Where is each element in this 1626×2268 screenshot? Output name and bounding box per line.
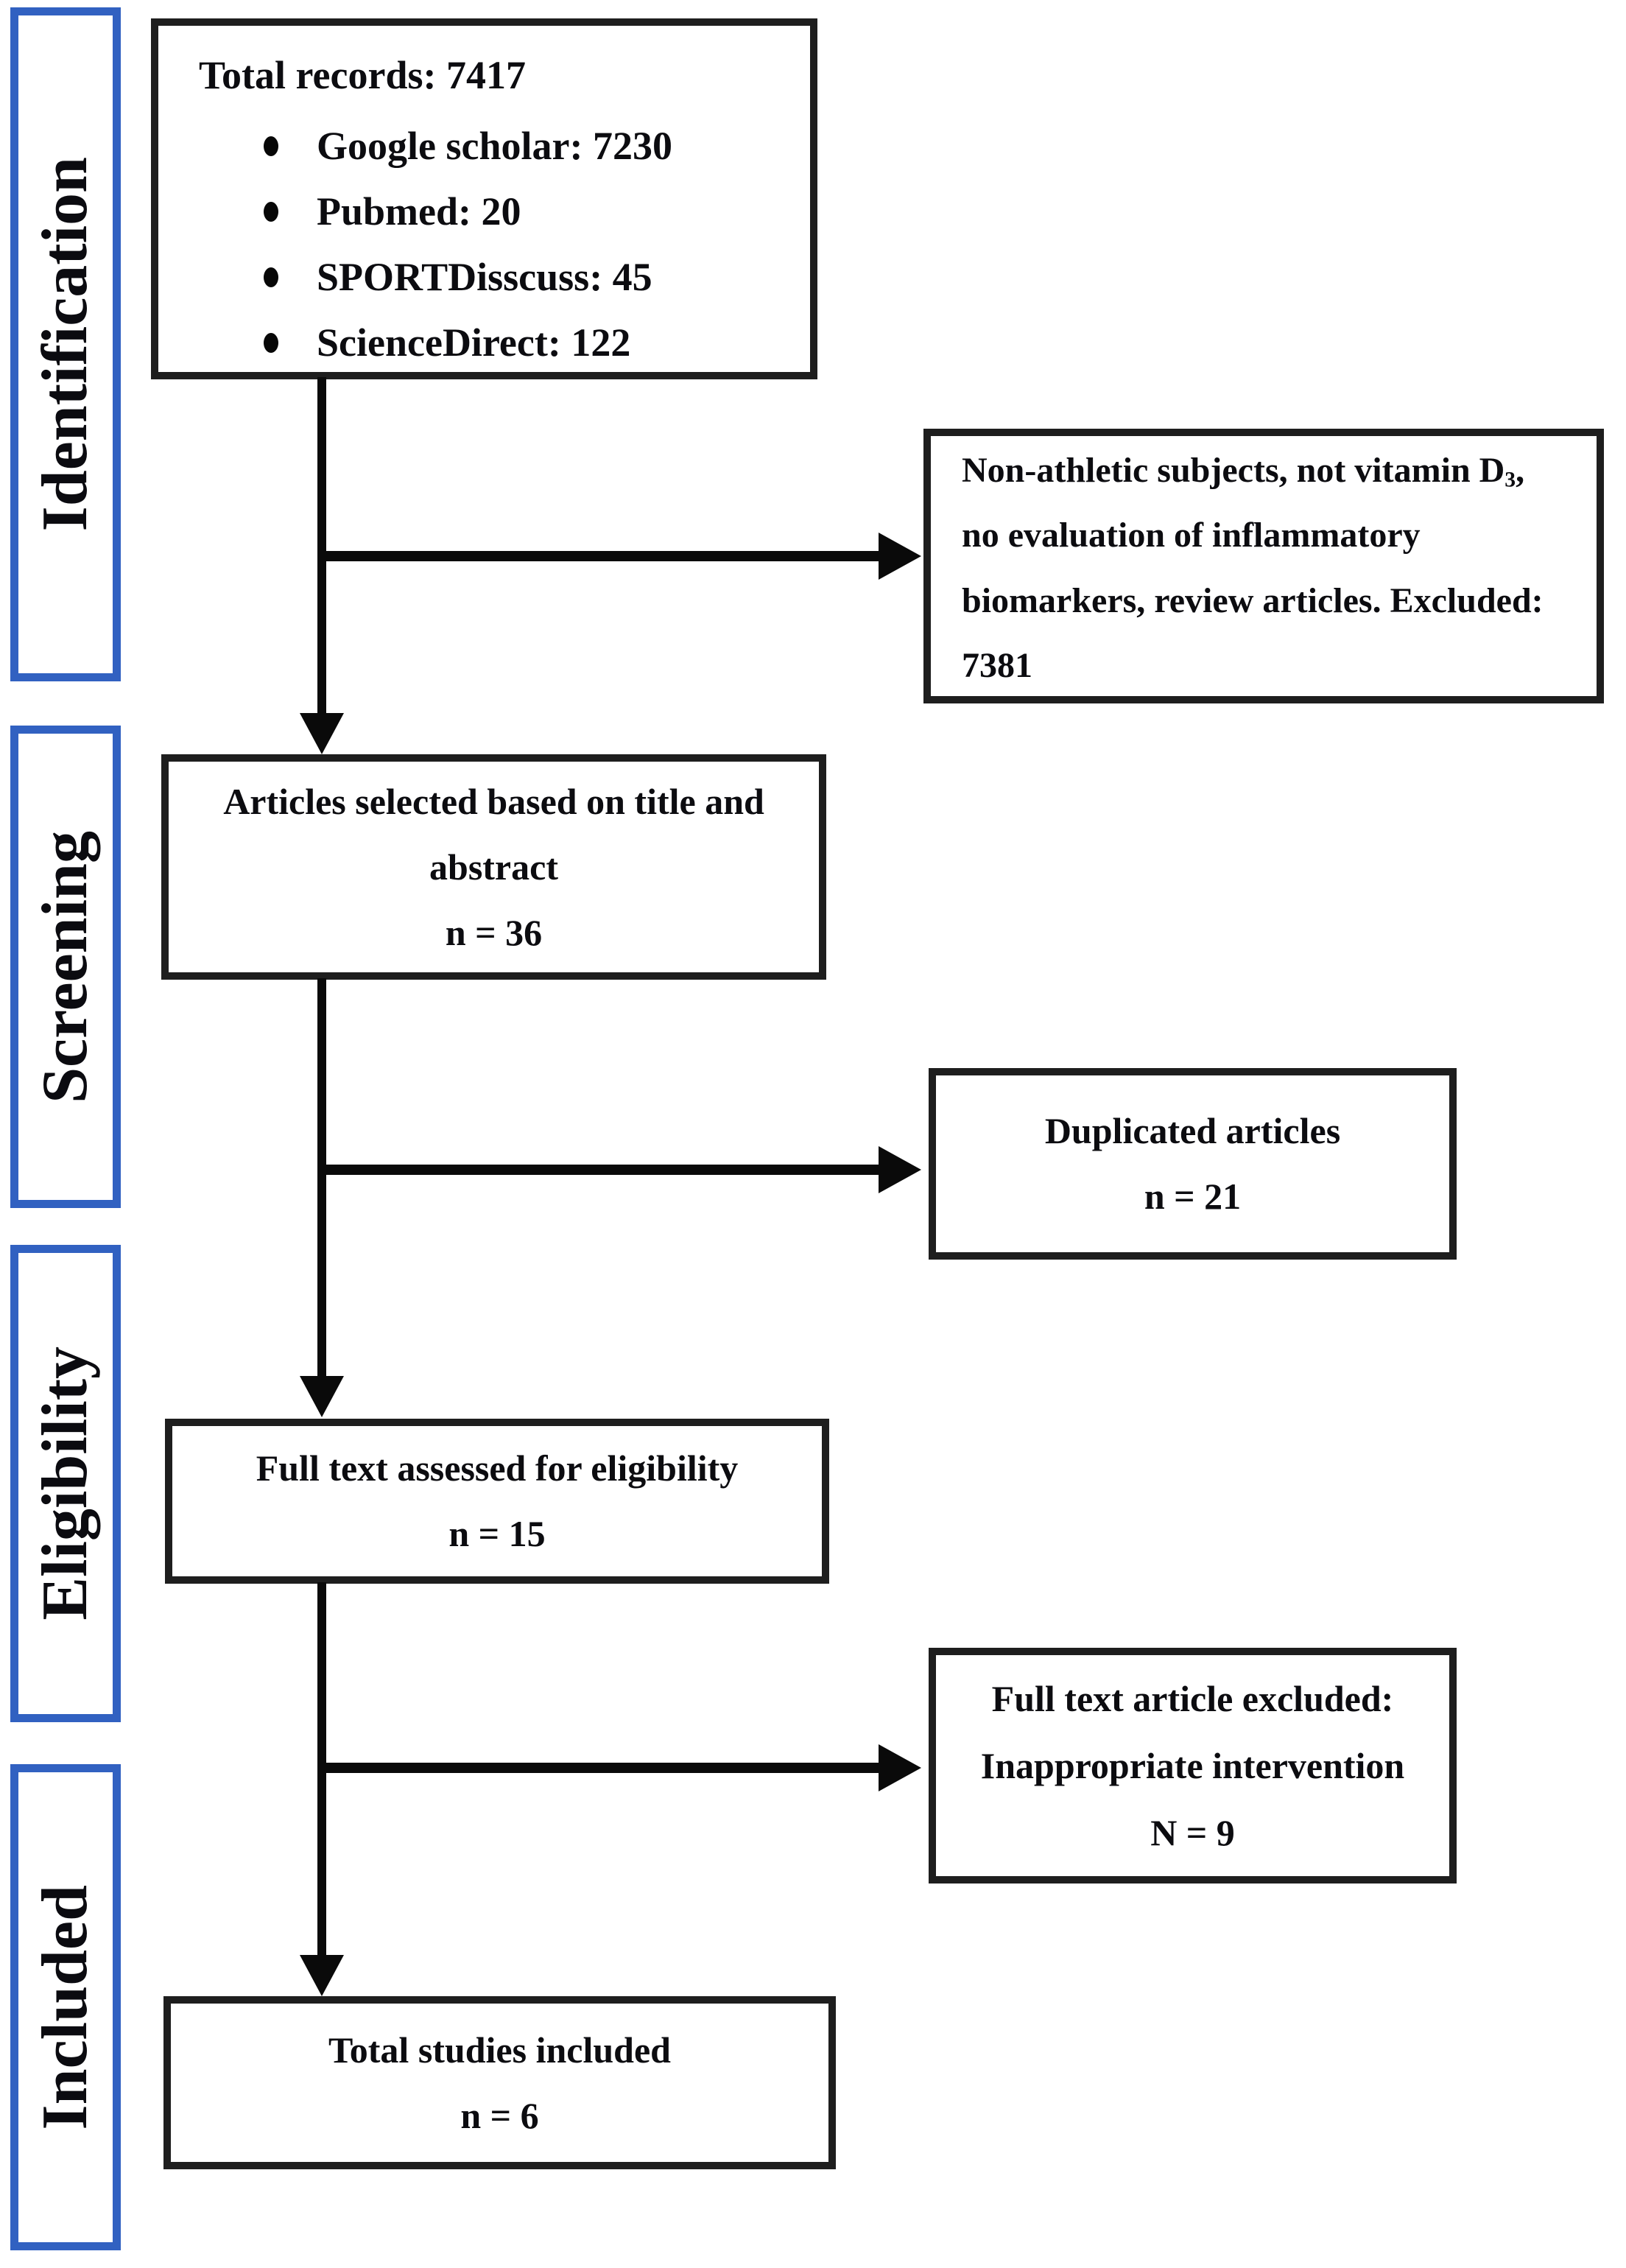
arrow-records-to-screening-line [317,377,326,715]
total-records-title: Total records: 7417 [199,53,526,97]
excluded-records-text-before-sub: Non-athletic subjects, not vitamin D [962,450,1505,490]
title-abstract-label: Articles selected based on title and abs… [223,780,764,888]
full-text-assessed-label: Full text assessed for eligibility [256,1447,739,1489]
stage-box-eligibility: Eligibility [10,1245,121,1722]
stage-box-included: Included [10,1764,121,2250]
list-item: Google scholar: 7230 [264,123,788,169]
duplicated-articles-count: n = 21 [1144,1176,1242,1217]
total-records-box: Total records: 7417 Google scholar: 7230… [151,18,817,379]
source-google-scholar: Google scholar: 7230 [317,124,672,168]
stage-box-identification: Identification [10,7,121,681]
list-item: Pubmed: 20 [264,189,788,234]
stage-label-screening: Screening [29,830,101,1103]
excluded-records-text: Non-athletic subjects, not vitamin D3, n… [931,434,1597,698]
duplicated-articles-label: Duplicated articles [1044,1110,1341,1151]
stage-label-included: Included [29,1884,101,2130]
bullet-icon [264,332,278,353]
full-text-assessed-count: n = 15 [448,1513,546,1554]
excluded-records-box: Non-athletic subjects, not vitamin D3, n… [923,429,1604,703]
arrow-to-duplicated-line [322,1165,880,1175]
total-included-label: Total studies included [328,2029,671,2071]
full-text-excluded-count: N = 9 [1150,1811,1235,1853]
arrow-to-full-text-excluded-line [322,1763,880,1773]
stage-label-identification: Identification [29,157,101,532]
arrow-screening-to-eligibility-line [317,978,326,1377]
total-included-count: n = 6 [460,2094,539,2136]
records-source-list: Google scholar: 7230 Pubmed: 20 SPORTDis… [264,123,788,365]
arrow-right-icon [879,1146,921,1193]
vitamin-d3-subscript: 3 [1504,467,1516,492]
source-sportdisscuss: SPORTDisscuss: 45 [317,255,652,299]
source-pubmed: Pubmed: 20 [317,189,521,234]
title-abstract-box: Articles selected based on title and abs… [161,754,826,980]
bullet-icon [264,201,278,222]
full-text-excluded-line1: Full text article excluded: [991,1677,1394,1719]
arrow-right-icon [879,1744,921,1791]
total-included-box: Total studies included n = 6 [163,1996,836,2169]
stage-label-eligibility: Eligibility [29,1347,101,1621]
duplicated-articles-box: Duplicated articles n = 21 [929,1068,1457,1260]
bullet-icon [264,136,278,156]
arrow-right-icon [879,533,921,580]
full-text-excluded-box: Full text article excluded: Inappropriat… [929,1648,1457,1883]
full-text-excluded-line2: Inappropriate intervention [980,1744,1405,1786]
list-item: ScienceDirect: 122 [264,320,788,365]
title-abstract-count: n = 36 [445,911,543,953]
bullet-icon [264,267,278,287]
stage-box-screening: Screening [10,726,121,1208]
excluded-records-text-after-sub: , no evaluation of inflammatory biomarke… [962,450,1544,685]
list-item: SPORTDisscuss: 45 [264,254,788,300]
arrow-to-excluded-records-line [322,551,880,561]
full-text-assessed-box: Full text assessed for eligibility n = 1… [165,1419,829,1584]
arrow-down-icon [300,1955,344,1996]
arrow-down-icon [300,713,344,754]
arrow-down-icon [300,1376,344,1417]
source-sciencedirect: ScienceDirect: 122 [317,320,631,365]
